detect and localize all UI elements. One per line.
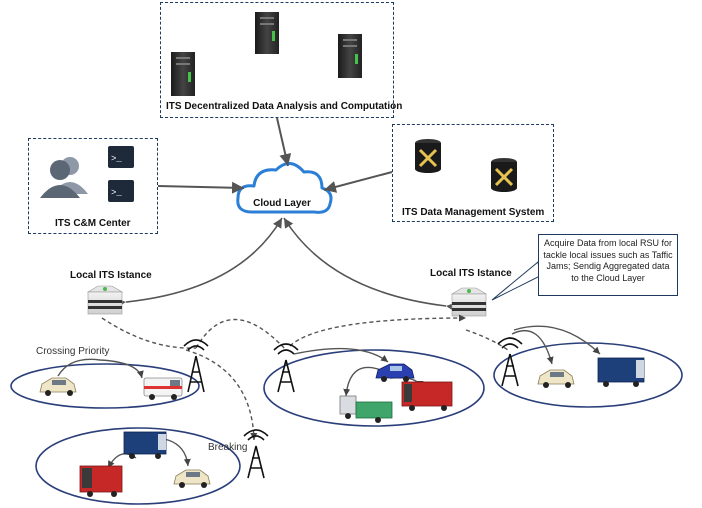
- link-cloud-local-right: [283, 217, 457, 312]
- truck-icon: [339, 395, 393, 423]
- data-management-box: [392, 124, 554, 222]
- data-management-label: ITS Data Management System: [402, 207, 545, 218]
- cloud-icon: [236, 162, 333, 214]
- car-icon: [39, 377, 77, 396]
- callout-box: Acquire Data from local RSU for tackle l…: [538, 234, 678, 296]
- area-ellipse: [263, 349, 485, 427]
- crossing-priority-label: Crossing Priority: [36, 346, 110, 357]
- local-instance-right-label: Local ITS Istance: [430, 268, 512, 279]
- arrow: [323, 171, 393, 193]
- dashed-link: [101, 317, 197, 349]
- bus-icon: [401, 381, 453, 411]
- arrow: [276, 117, 292, 167]
- decentralized-computation-label: ITS Decentralized Data Analysis and Comp…: [166, 101, 403, 112]
- local-instance-left-label: Local ITS Istance: [70, 270, 152, 281]
- server-icon: [255, 12, 279, 54]
- link-cloud-local-left: [115, 217, 283, 308]
- arrow: [511, 329, 554, 365]
- antenna-tower-icon: [183, 339, 209, 393]
- arrow: [57, 358, 144, 379]
- antenna-tower-icon: [273, 343, 299, 393]
- arrow: [157, 181, 245, 194]
- svg-text:>_: >_: [111, 188, 122, 198]
- dashed-link: [185, 349, 258, 441]
- arrow: [293, 347, 389, 363]
- rsu-server-icon: [450, 287, 488, 317]
- bus-icon: [79, 465, 123, 497]
- cm-center-label: ITS C&M Center: [55, 218, 131, 229]
- database-icon: [491, 158, 517, 192]
- arrow: [513, 325, 601, 355]
- users-icon: [40, 157, 88, 198]
- dashed-link: [465, 329, 509, 351]
- server-icon: [338, 34, 362, 78]
- cloud-label: Cloud Layer: [253, 198, 311, 209]
- server-icon: [171, 52, 195, 96]
- svg-text:>_: >_: [111, 154, 122, 164]
- car-icon: [537, 369, 575, 388]
- terminal-icon: >_: [108, 146, 134, 168]
- bus-icon: [123, 431, 167, 459]
- dashed-link: [195, 318, 287, 351]
- ambulance-icon: [143, 377, 183, 400]
- area-ellipse: [10, 363, 200, 409]
- area-ellipse: [493, 342, 683, 408]
- antenna-tower-icon: [243, 429, 269, 479]
- database-icon: [415, 139, 441, 173]
- area-ellipse: [35, 427, 241, 505]
- dashed-link: [289, 314, 467, 347]
- car-icon: [375, 363, 415, 382]
- car-icon: [173, 469, 211, 488]
- terminal-icon: >_: [108, 180, 134, 202]
- rsu-server-icon: [86, 285, 124, 315]
- breaking-label: Breaking: [208, 442, 248, 453]
- antenna-tower-icon: [497, 337, 523, 387]
- bus-icon: [597, 357, 645, 387]
